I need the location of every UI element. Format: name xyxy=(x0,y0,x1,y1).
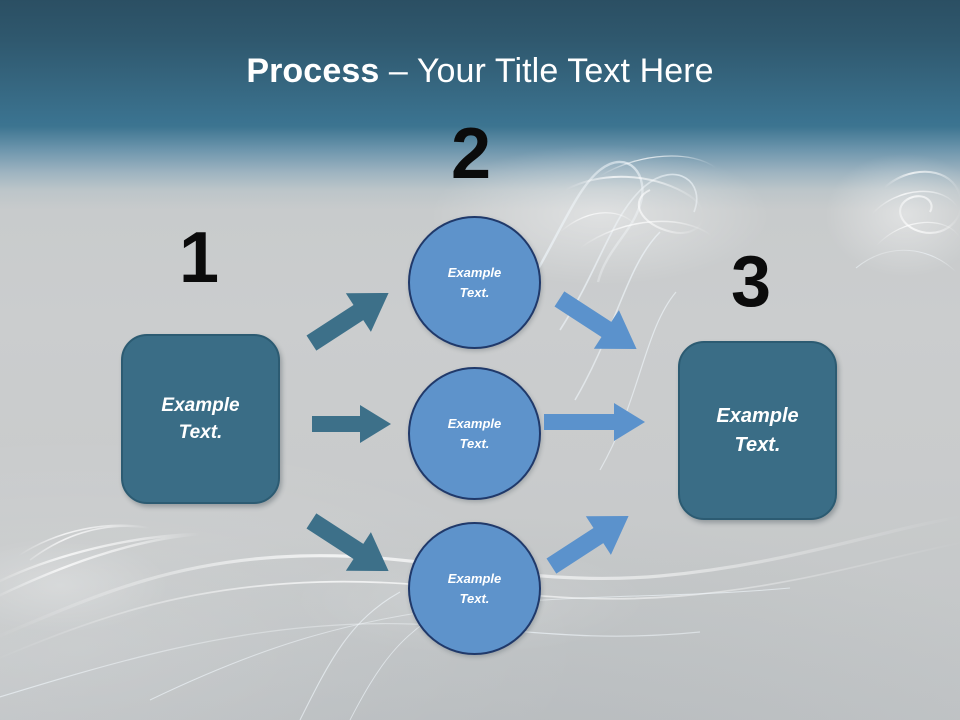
end-shape-line2: Text. xyxy=(734,433,781,456)
start-shape-line1: Example xyxy=(161,395,240,416)
arrow-circle-1-to-end xyxy=(550,288,646,360)
arrow-start-to-circle-1 xyxy=(302,282,398,354)
start-shape-line2: Text. xyxy=(178,422,223,443)
arrow-start-to-circle-3 xyxy=(302,510,398,582)
slide-title-bold: Process xyxy=(246,52,380,90)
step-number-2: 2 xyxy=(450,114,492,194)
arrow-circle-3-to-end xyxy=(542,505,638,577)
slide-title: Process – Your Title Text Here xyxy=(0,50,960,92)
middle-circle-3[interactable]: Example Text. xyxy=(408,522,541,655)
start-shape[interactable]: Example Text. xyxy=(121,334,280,504)
end-shape-line1: Example xyxy=(716,404,799,427)
arrow-circle-2-to-end xyxy=(544,402,646,442)
middle-circle-1[interactable]: Example Text. xyxy=(408,216,541,349)
middle-circle-2-line1: Example xyxy=(447,415,502,431)
middle-circle-2-line2: Text. xyxy=(459,435,490,451)
middle-circle-2[interactable]: Example Text. xyxy=(408,367,541,500)
slide-title-light: – Your Title Text Here xyxy=(379,52,714,90)
middle-circle-3-line1: Example xyxy=(447,570,502,586)
arrow-start-to-circle-2 xyxy=(312,404,392,444)
step-number-1: 1 xyxy=(178,218,220,298)
end-shape[interactable]: Example Text. xyxy=(678,341,837,520)
middle-circle-1-line2: Text. xyxy=(459,284,490,300)
middle-circle-3-line2: Text. xyxy=(459,590,490,606)
middle-circle-1-line1: Example xyxy=(447,264,502,280)
step-number-3: 3 xyxy=(730,242,772,322)
